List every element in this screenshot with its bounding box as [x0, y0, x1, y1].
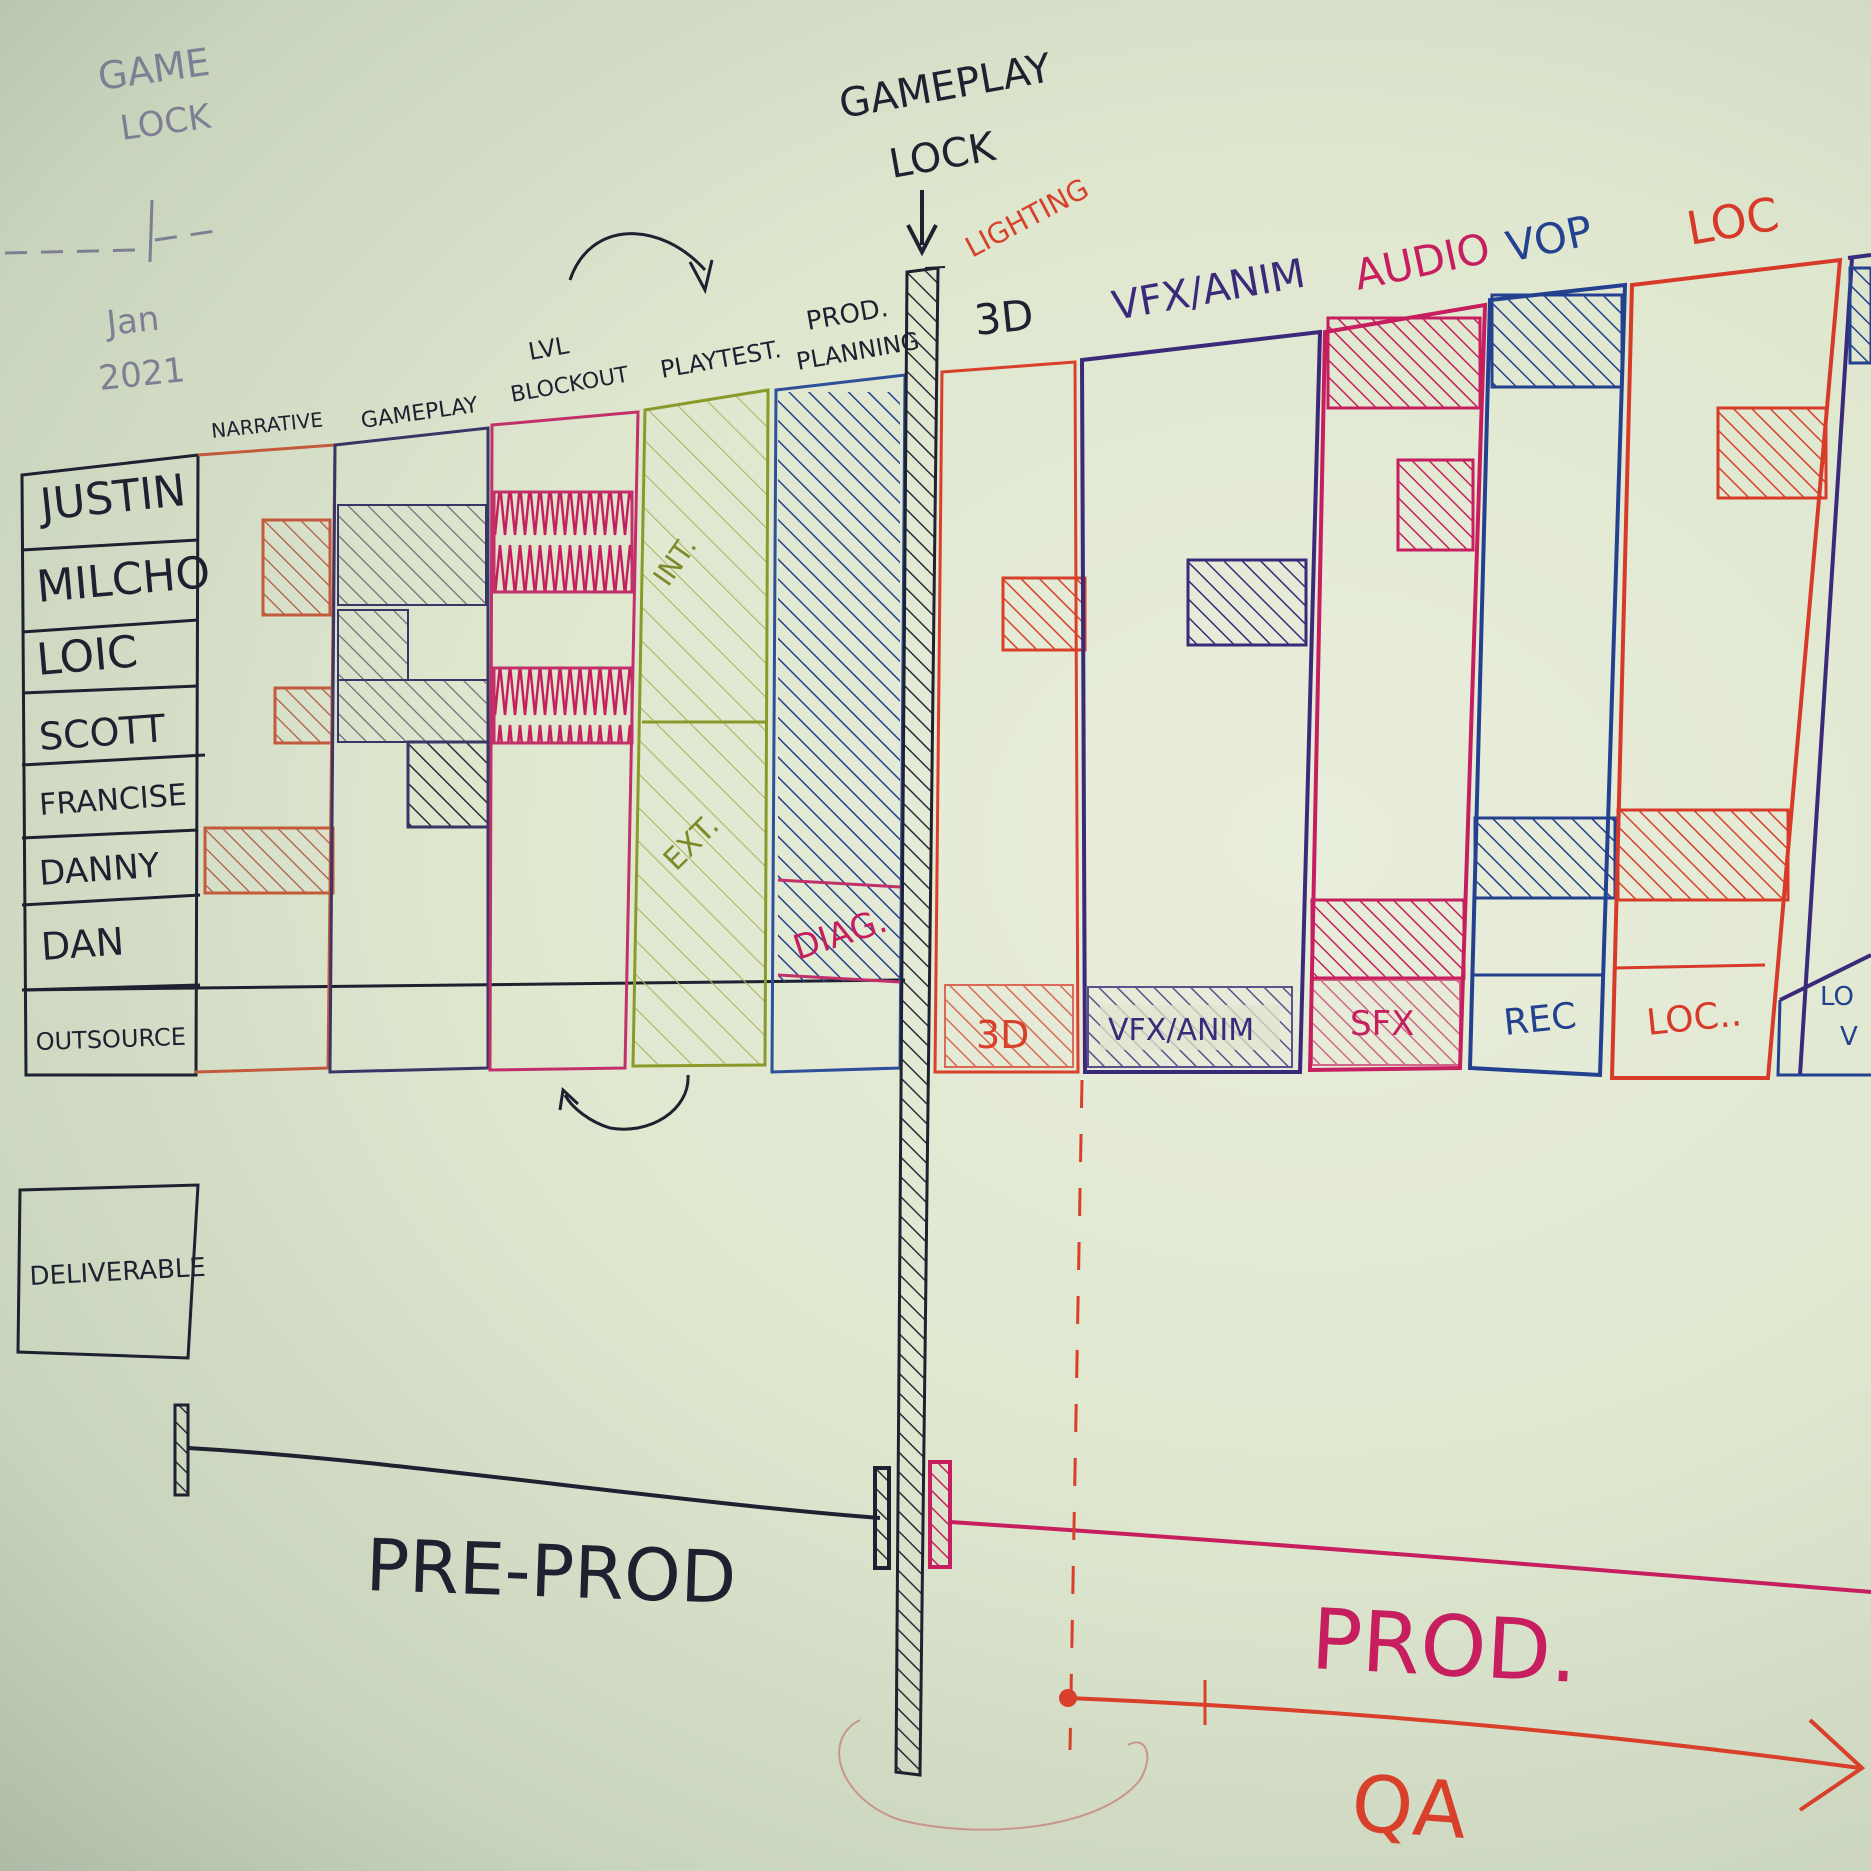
loop-arrow-lower — [838, 1719, 1149, 1831]
prod-start-marker — [928, 1460, 952, 1569]
lvl-bar-scott — [492, 666, 634, 745]
column-prod-planning: PROD. PLANNING DIAG. — [770, 293, 922, 1074]
qa-label: QA — [1349, 1759, 1470, 1857]
people-table-frame — [20, 453, 200, 1077]
lighting-label: LIGHTING — [960, 172, 1094, 264]
column-narrative: NARRATIVE — [194, 407, 337, 1074]
3d-outsource-cell — [944, 984, 1074, 1068]
column-3d-label: 3D — [972, 290, 1036, 345]
prod-label: PROD. — [1309, 1590, 1580, 1702]
person-danny: DANNY — [38, 846, 161, 894]
game-lock-line1: GAME — [95, 40, 212, 99]
audio-outsource-cell — [1311, 979, 1461, 1066]
gameplay-bar-milcho — [337, 504, 487, 606]
person-scott: SCOTT — [38, 706, 168, 759]
person-justin: JUSTIN — [35, 465, 188, 531]
column-vfx-anim: VFX/ANIM VFX/ANIM — [1079, 251, 1323, 1074]
qa-dashed-drop — [1068, 1079, 1084, 1751]
gameplay-bar-scott — [337, 679, 489, 743]
gameplay-lock-arrow — [906, 190, 938, 257]
column-gameplay: GAMEPLAY — [328, 393, 490, 1074]
prod-line — [949, 1520, 1871, 1594]
column-gameplay-label: GAMEPLAY — [359, 393, 480, 434]
person-dan: DAN — [40, 919, 126, 969]
column-partial-right: LO V — [1776, 253, 1871, 1077]
column-loc: LOC LOC.. — [1609, 187, 1843, 1080]
vfx-bar-loic — [1186, 558, 1308, 647]
gameplay-lock-bar — [894, 266, 946, 1777]
loc-outsource-label: LOC.. — [1645, 993, 1744, 1044]
partial-column-line1: LO — [1820, 982, 1854, 1012]
column-audio: AUDIO SFX — [1307, 223, 1494, 1073]
vop-top-bar — [1490, 293, 1624, 389]
preprod-label: PRE-PROD — [364, 1523, 737, 1620]
column-playtest-label: PLAYTEST. — [658, 335, 783, 384]
column-lvl-blockout-label-2: BLOCKOUT — [509, 362, 631, 407]
game-lock-tick — [148, 199, 154, 263]
column-3d: 3D 3D — [933, 290, 1087, 1074]
column-lvl-blockout-label-1: LVL — [526, 331, 571, 366]
audio-bar-justin — [1396, 458, 1475, 552]
person-francise: FRANCISE — [38, 778, 188, 823]
person-outsource: OUTSOURCE — [35, 1023, 186, 1056]
audio-top-bar — [1326, 316, 1482, 410]
audio-bar-dan — [1310, 898, 1466, 980]
gameplay-lock-line2: LOCK — [886, 124, 1001, 188]
narrative-bar-scott — [273, 686, 334, 745]
deliverable-label: DELIVERABLE — [29, 1253, 207, 1292]
gameplay-lock-line1: GAMEPLAY — [836, 45, 1055, 128]
column-vop: VOP REC — [1467, 206, 1628, 1078]
preprod-end-marker — [873, 1466, 891, 1570]
column-audio-label: AUDIO — [1350, 223, 1494, 299]
column-loc-label: LOC — [1683, 187, 1783, 256]
partial-column-line2: V — [1840, 1022, 1858, 1052]
3d-outsource-label: 3D — [976, 1013, 1029, 1057]
timeline: PRE-PROD PROD. QA — [173, 1079, 1871, 1857]
person-loic: LOIC — [35, 626, 140, 686]
loop-arrow-top — [568, 232, 707, 281]
vop-bar-danny — [1473, 816, 1617, 900]
column-lvl-blockout: LVL BLOCKOUT — [488, 232, 714, 1072]
column-prod-planning-label-1: PROD. — [804, 293, 890, 337]
game-lock-note: GAME LOCK Jan 2021 — [4, 40, 223, 399]
vfx-outsource-label: VFX/ANIM — [1108, 1013, 1254, 1048]
column-vfx-anim-label: VFX/ANIM — [1109, 251, 1309, 330]
prod-planning-fill — [778, 392, 900, 982]
date-year: 2021 — [97, 350, 187, 399]
people-table: JUSTIN MILCHO LOIC SCOTT FRANCISE DANNY … — [20, 453, 213, 1077]
lvl-bar-milcho — [492, 490, 634, 594]
column-narrative-label: NARRATIVE — [210, 407, 324, 443]
date-month: Jan — [103, 299, 161, 344]
game-lock-line2: LOCK — [118, 96, 215, 148]
loop-arrow-bottom — [563, 1074, 690, 1131]
loc-bar-justin — [1716, 406, 1828, 500]
gameplay-bar-francise — [406, 740, 490, 829]
3d-bar-loic — [1001, 576, 1087, 652]
deliverable-box: DELIVERABLE — [16, 1183, 207, 1360]
column-vop-label: VOP — [1502, 206, 1597, 272]
game-lock-dashed-line — [4, 228, 223, 255]
loc-bar-danny — [1616, 808, 1790, 902]
qa-line — [1067, 1696, 1861, 1770]
narrative-bar-milcho — [261, 518, 332, 617]
gameplay-bar-loic — [337, 609, 409, 681]
qa-arrowhead — [1798, 1718, 1866, 1812]
preprod-start-marker — [173, 1403, 190, 1497]
narrative-bar-danny — [203, 826, 335, 895]
person-milcho: MILCHO — [35, 547, 213, 613]
audio-outsource-label: SFX — [1350, 1004, 1414, 1044]
vop-outsource-label: REC — [1502, 996, 1579, 1044]
preprod-line — [187, 1446, 881, 1520]
